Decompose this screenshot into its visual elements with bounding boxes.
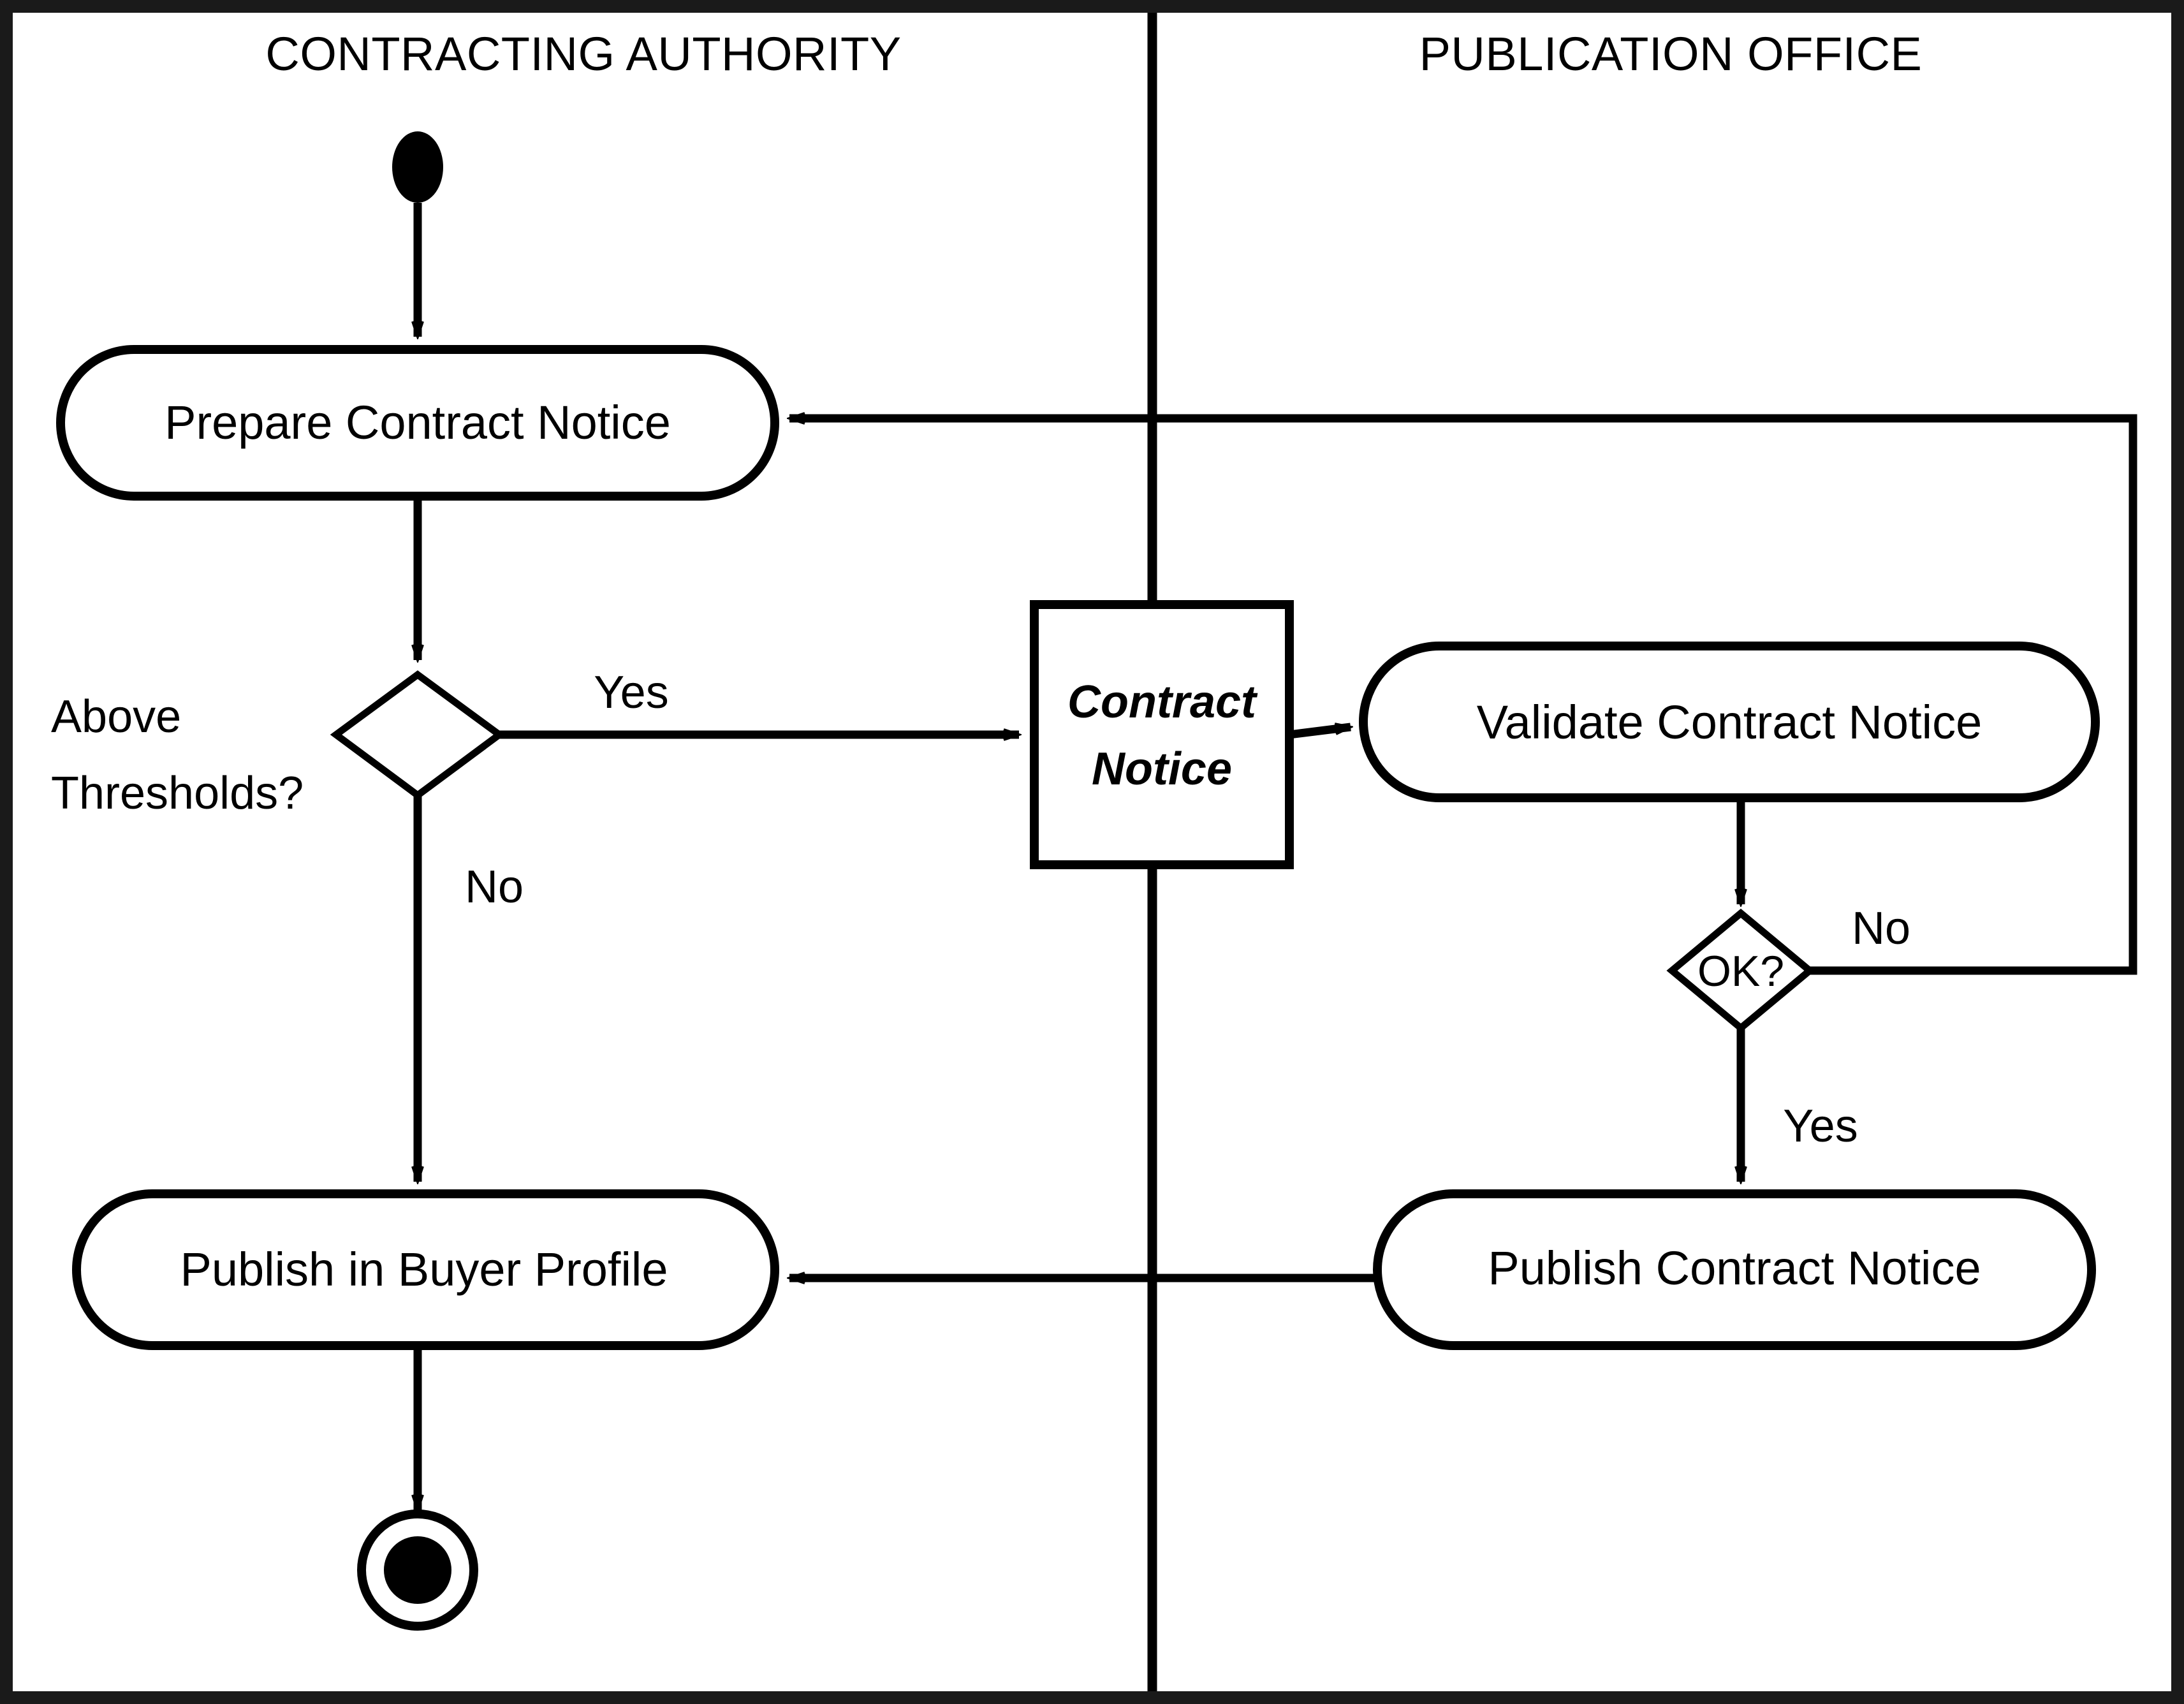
flow-ok-no-feedback-to-prepare <box>789 418 2137 975</box>
decision-above-thresholds-label-line1: Above <box>51 691 181 742</box>
decision-above-thresholds-label-line2: Thresholds? <box>51 768 304 819</box>
object-node-contract-notice-line2: Notice <box>1092 744 1232 795</box>
activity-publish-contract-notice[interactable]: Publish Contract Notice <box>1373 1189 2096 1350</box>
flow-contract-notice-to-validate <box>1289 727 1351 739</box>
initial-node <box>392 131 443 203</box>
decision-above-thresholds[interactable]: Above Thresholds? <box>51 670 506 819</box>
activity-publish-contract-notice-label: Publish Contract Notice <box>1488 1242 1981 1295</box>
activity-publish-in-buyer-profile-shape[interactable] <box>72 1189 779 1350</box>
guard-above-thresholds-yes: Yes <box>594 667 668 718</box>
final-node <box>357 1509 478 1631</box>
guard-above-thresholds-no: No <box>465 862 524 913</box>
activity-validate-contract-notice[interactable]: Validate Contract Notice <box>1359 642 2100 802</box>
final-node-core <box>384 1536 451 1604</box>
activity-validate-contract-notice-label: Validate Contract Notice <box>1477 696 1982 749</box>
activity-publish-in-buyer-profile-label: Publish in Buyer Profile <box>180 1243 668 1296</box>
decision-ok-label: OK? <box>1697 947 1784 995</box>
decision-ok[interactable]: OK? <box>1666 908 1815 1033</box>
decision-above-thresholds-shape[interactable] <box>330 670 506 800</box>
object-node-contract-notice-shape[interactable] <box>1030 600 1294 869</box>
swimlane-contracting-authority: CONTRACTING AUTHORITY <box>265 27 901 80</box>
activity-prepare-contract-notice-label: Prepare Contract Notice <box>165 396 671 449</box>
guard-ok-yes: Yes <box>1783 1101 1858 1152</box>
activity-publish-in-buyer-profile[interactable]: Publish in Buyer Profile <box>72 1189 779 1350</box>
swimlane-title-contracting-authority: CONTRACTING AUTHORITY <box>265 27 901 80</box>
activity-publish-contract-notice-shape[interactable] <box>1373 1189 2096 1350</box>
object-node-contract-notice[interactable]: Contract Notice <box>1030 600 1294 869</box>
object-node-contract-notice-line1: Contract <box>1067 677 1258 728</box>
swimlane-publication-office: PUBLICATION OFFICE <box>1419 27 1923 80</box>
swimlane-title-publication-office: PUBLICATION OFFICE <box>1419 27 1923 80</box>
guard-ok-no: No <box>1852 903 1910 954</box>
activity-prepare-contract-notice[interactable]: Prepare Contract Notice <box>56 345 779 501</box>
activity-validate-contract-notice-shape[interactable] <box>1359 642 2100 802</box>
